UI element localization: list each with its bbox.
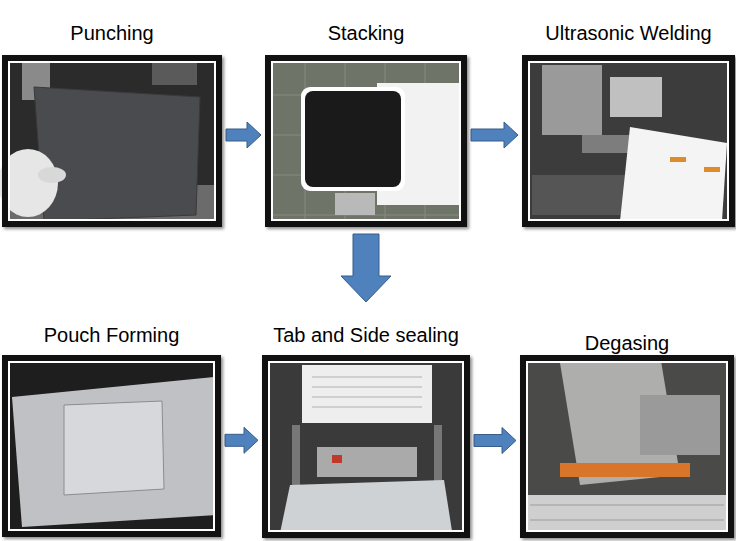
welding-photo (522, 55, 735, 227)
photo-frame (2, 55, 222, 227)
welder-base (532, 175, 632, 215)
electrode-tab (335, 193, 375, 215)
step-heading: Pouch Forming (44, 322, 180, 348)
photo-frame (265, 55, 467, 227)
photo-ground (2, 355, 221, 537)
paper-sheet (620, 127, 727, 221)
aluminium-foil (12, 377, 217, 527)
process-step: Tab and Side sealing (262, 310, 470, 538)
photo-frame (520, 355, 734, 538)
lamp (332, 455, 342, 463)
photo-ground (262, 355, 470, 538)
step-heading: Stacking (328, 20, 405, 46)
electrode-sheet (34, 87, 200, 221)
photo-ground (520, 355, 734, 538)
welder-body (542, 65, 602, 135)
glove-finger (38, 167, 66, 183)
vacuum-unit (640, 395, 720, 455)
panel-lines (312, 377, 422, 407)
glove (0, 149, 58, 217)
flow-arrow (471, 122, 518, 148)
tab-mark (704, 167, 720, 172)
mat-grid (265, 55, 467, 227)
step-heading: Tab and Side sealing (273, 322, 459, 348)
process-step: Stacking (265, 10, 467, 227)
sealing-jaw (317, 447, 417, 477)
sealing-photo (262, 355, 470, 538)
step-heading: Punching (70, 20, 153, 46)
photo-ground (265, 55, 467, 227)
machine-base (520, 495, 734, 538)
rails (530, 505, 724, 520)
step-heading: Ultrasonic Welding (545, 20, 711, 46)
pouch (280, 480, 452, 533)
photo-frame (262, 355, 470, 538)
punching-photo (0, 55, 222, 227)
separator-edge (301, 87, 405, 191)
photo-ground (522, 55, 735, 227)
welder-head (610, 77, 662, 117)
machine-post (292, 425, 300, 495)
pouch-photo (2, 355, 221, 537)
flow-arrow (225, 427, 258, 453)
process-step: Punching (2, 10, 222, 227)
sealing-bar (560, 463, 690, 477)
process-step: Ultrasonic Welding (522, 10, 735, 227)
tab-mark (670, 157, 686, 162)
step-heading: Degasing (585, 330, 670, 356)
flow-arrow (341, 234, 391, 302)
flow-arrow (226, 122, 261, 148)
photo-frame (2, 355, 221, 537)
photo-frame (522, 55, 735, 227)
machine-panel (302, 365, 432, 423)
stacking-photo (265, 55, 467, 227)
degasing-photo (520, 355, 734, 538)
flow-arrow (474, 428, 516, 454)
formed-cup (64, 401, 164, 495)
process-step: Pouch Forming (2, 310, 221, 537)
process-step: Degasing (520, 310, 734, 538)
electrode (305, 91, 401, 187)
